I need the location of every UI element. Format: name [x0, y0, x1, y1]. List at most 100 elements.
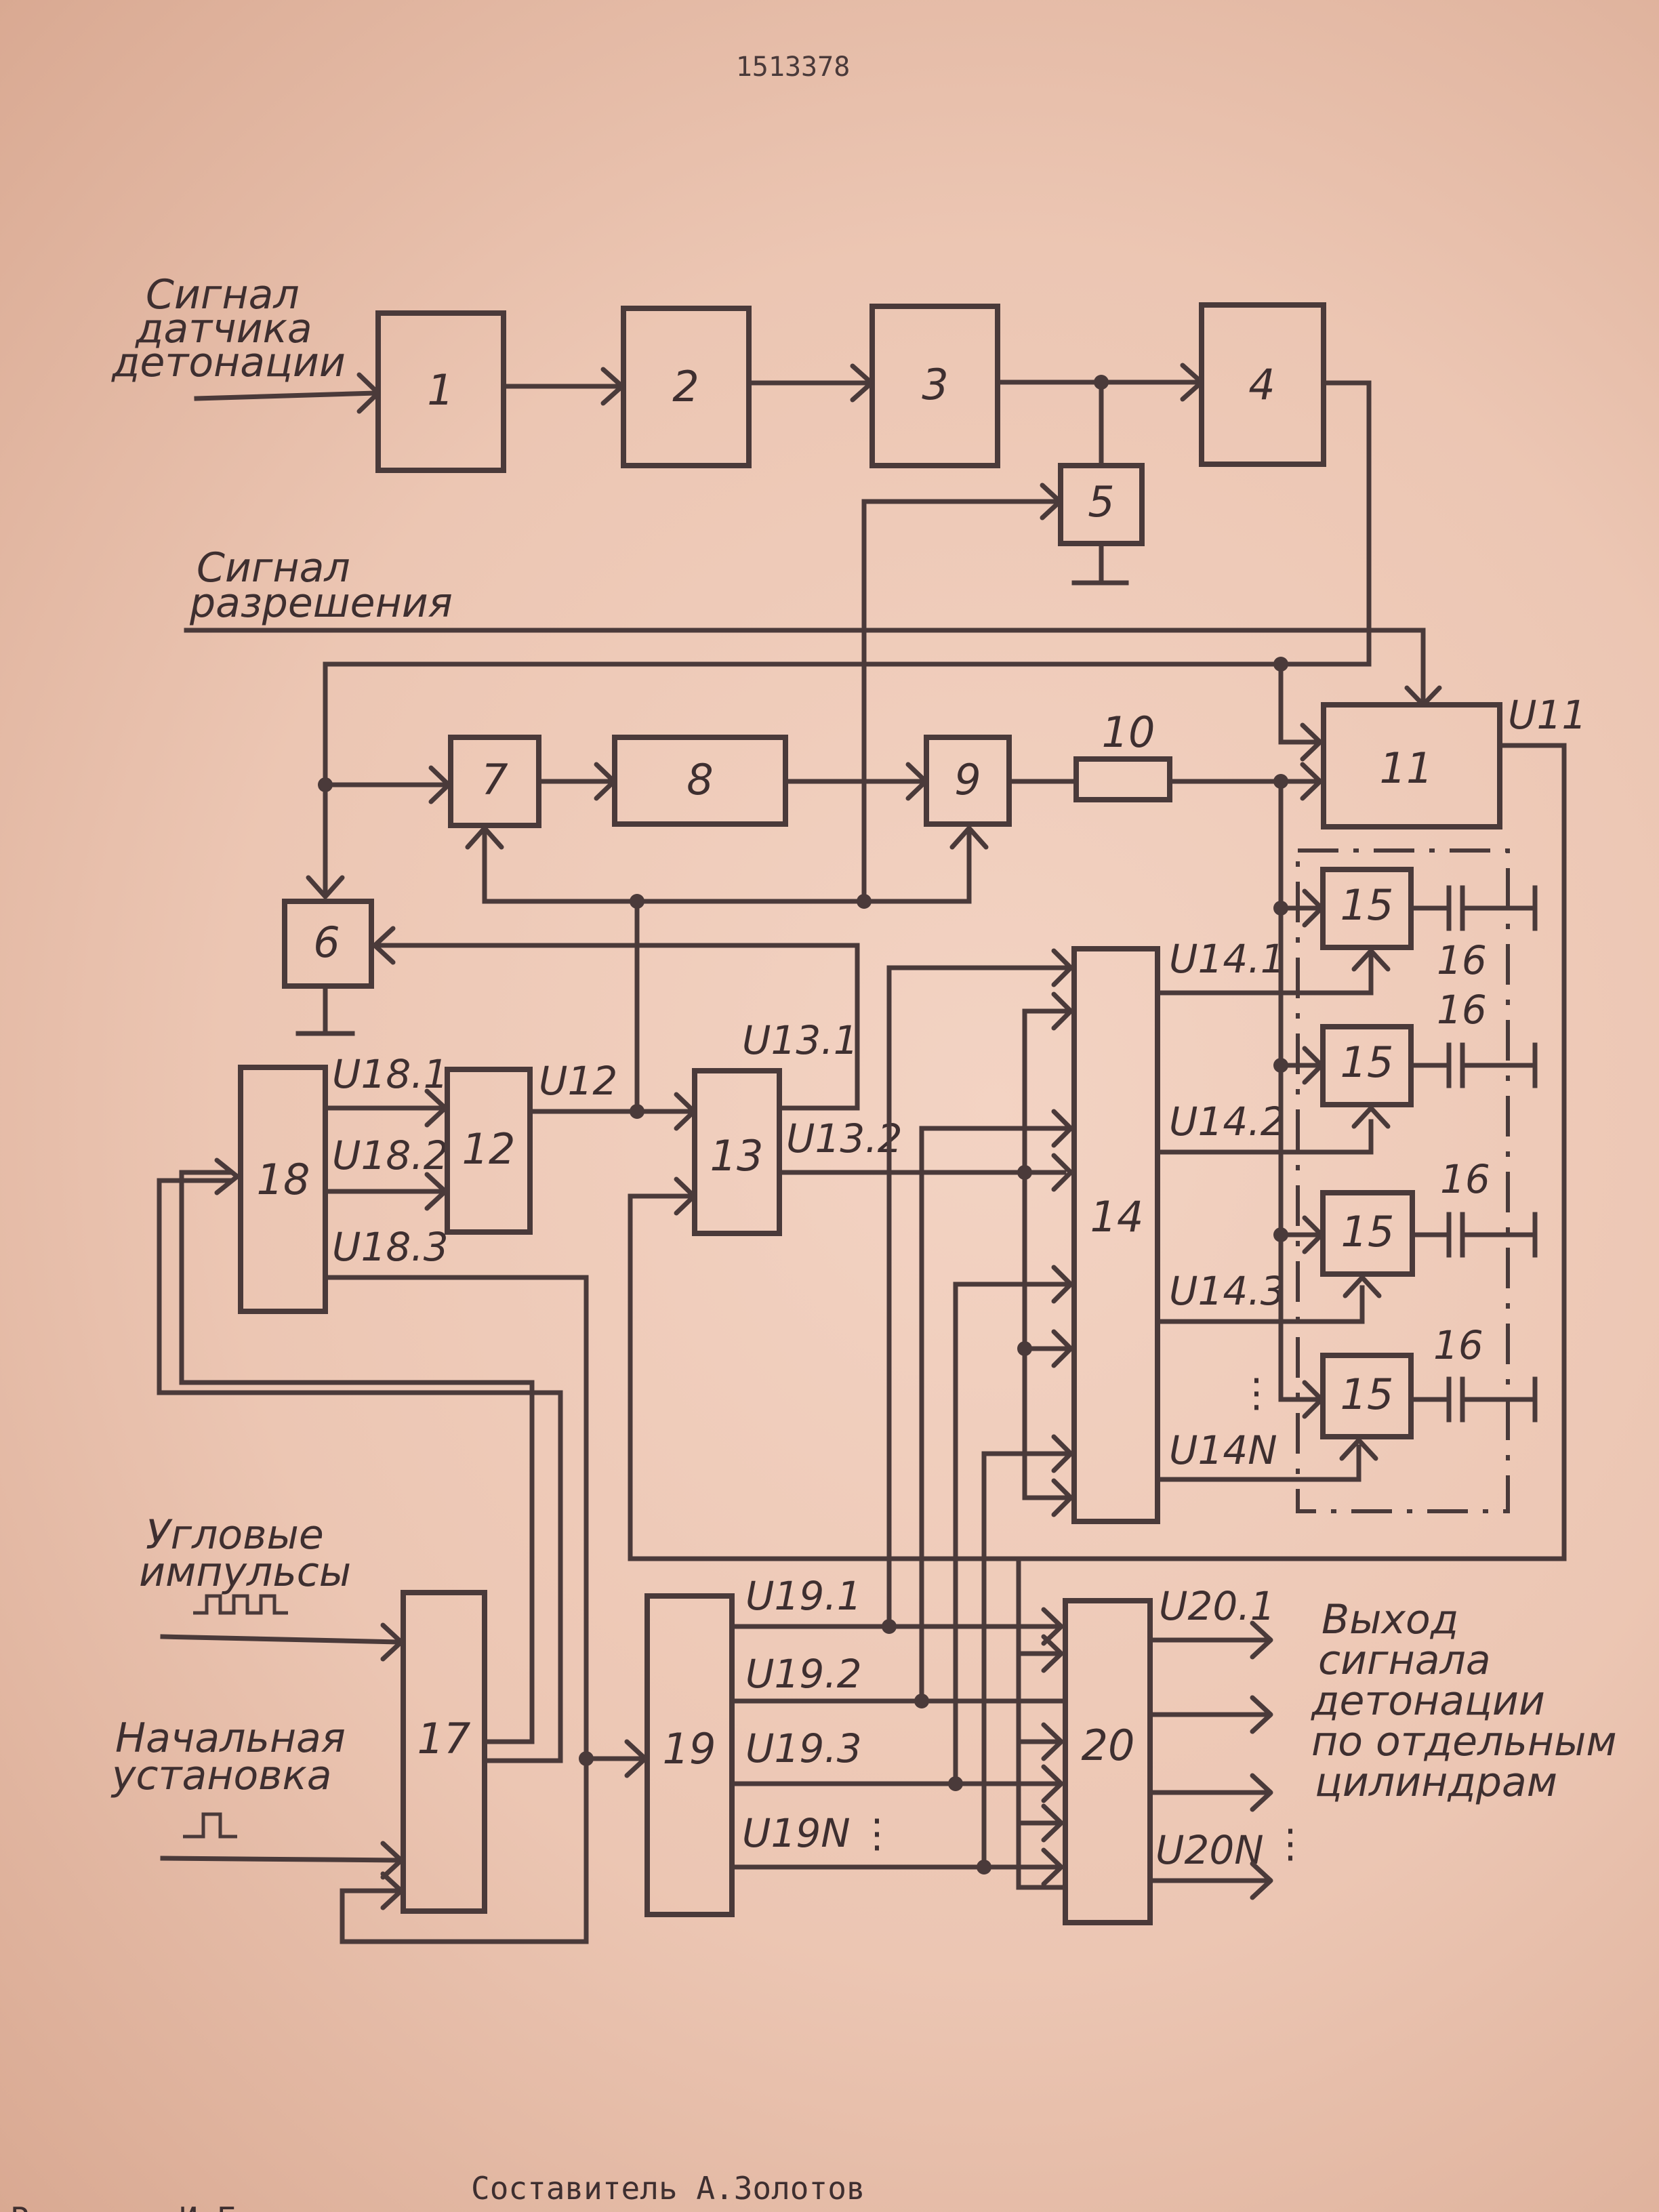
- wire-14-in4: [953, 1282, 1070, 1582]
- wire-u13-1-to-6: [373, 943, 860, 1107]
- pulse-train-icon: [193, 1594, 288, 1615]
- arrow-icon: [1051, 1329, 1073, 1368]
- u19-ellipsis: ⋮: [857, 1810, 897, 1856]
- arrow-icon: [1051, 1434, 1073, 1473]
- junction-dot: [1273, 657, 1288, 672]
- arrow-icon: [1250, 1773, 1273, 1812]
- block-7-label: 7: [481, 755, 508, 804]
- arrow-icon: [1051, 1109, 1073, 1148]
- block-3: [869, 304, 1000, 468]
- block-14-label: 14: [1090, 1192, 1144, 1242]
- block-20: [1063, 1598, 1153, 1925]
- arrow-icon: [1351, 1105, 1391, 1129]
- wire-u14-3: [1155, 1285, 1365, 1324]
- signal-u14-3: U14.3: [1169, 1268, 1286, 1314]
- block-4-label: 4: [1248, 360, 1275, 409]
- block-17-label: 17: [417, 1714, 471, 1763]
- patent-number: 1513378: [736, 52, 851, 83]
- control-bus-7-9: [482, 827, 972, 904]
- signal-u14-n: U14N: [1169, 1427, 1277, 1473]
- block-16-label: 16: [1437, 937, 1487, 983]
- arrow-icon: [1051, 1478, 1073, 1517]
- signal-u19-2: U19.2: [745, 1651, 862, 1697]
- wire-14-in6: [981, 1451, 1070, 1582]
- signal-u13-1: U13.1: [742, 1017, 859, 1063]
- block-2-label: 2: [672, 362, 699, 411]
- wire-u11: [628, 743, 1567, 1561]
- block-11-label: 11: [1380, 743, 1433, 793]
- initial-setup-label-2: установка: [110, 1752, 332, 1799]
- arrow-icon: [1041, 1607, 1064, 1646]
- wire-14-in2: [1022, 1008, 1070, 1500]
- arrow-icon: [372, 926, 396, 965]
- wire-u18-3: [323, 1275, 589, 1761]
- signal-u19-1: U19.1: [745, 1573, 862, 1619]
- block-11: [1321, 702, 1502, 830]
- arrow-icon: [214, 1158, 240, 1195]
- block-12-label: 12: [462, 1124, 516, 1174]
- block-15-label: 15: [1341, 1207, 1395, 1256]
- block-15-row-2: 15 16: [1273, 987, 1538, 1129]
- wire-u14-n: [1155, 1444, 1361, 1482]
- junction-dot: [1017, 1341, 1032, 1356]
- block-19-label: 19: [663, 1724, 716, 1774]
- signal-u18-3: U18.3: [332, 1224, 449, 1270]
- arrow-icon: [1041, 1803, 1064, 1843]
- arrow-icon: [306, 875, 345, 899]
- knock-sensor-label-3: детонации: [111, 339, 346, 386]
- arrow-icon: [1040, 483, 1063, 520]
- arrow-icon: [1300, 722, 1323, 762]
- block-20-label: 20: [1082, 1721, 1135, 1770]
- block-1-label: 1: [427, 365, 453, 415]
- block-19: [644, 1593, 735, 1917]
- block-16-label: 16: [1440, 1156, 1490, 1202]
- block-16-label: 16: [1433, 1322, 1483, 1368]
- block-15-row-1: 15 16: [1273, 867, 1538, 983]
- block-15: [1320, 1353, 1414, 1439]
- enable-signal-wire: [184, 628, 1426, 706]
- block-8-label: 8: [687, 755, 713, 804]
- wire-17-to-18-b: [157, 1178, 563, 1763]
- wire-u14-1: [1155, 953, 1374, 996]
- block-15-label: 15: [1340, 1370, 1394, 1419]
- block-15-label: 15: [1340, 880, 1394, 930]
- arrow-icon: [465, 825, 504, 850]
- signal-u13-2: U13.2: [786, 1115, 903, 1162]
- block-15-row-4: 15 16: [1278, 1322, 1538, 1461]
- block-10-label: 10: [1102, 708, 1155, 757]
- output-note-4: по отдельным: [1311, 1718, 1617, 1765]
- footer-compiler: Составитель А.Золотов: [471, 2170, 865, 2207]
- signal-u18-1: U18.1: [332, 1051, 449, 1097]
- arrow-icon: [1250, 1695, 1273, 1734]
- arrow-icon: [1343, 1275, 1382, 1298]
- arrow-icon: [1041, 1634, 1064, 1673]
- angle-pulses-label-2: импульсы: [139, 1549, 351, 1596]
- wire-14-in3: [919, 1126, 1070, 1582]
- arrow-icon: [1300, 762, 1323, 801]
- arrow-icon: [1051, 991, 1073, 1031]
- block-6-label: 6: [313, 918, 340, 967]
- output-note-1: Выход: [1322, 1596, 1458, 1643]
- angle-pulses-label-1: Угловые: [146, 1511, 324, 1559]
- wire-17-to-18-a: [179, 1170, 535, 1744]
- arrow-icon: [1250, 1861, 1273, 1900]
- block-9-label: 9: [954, 755, 981, 804]
- initial-setup-label-1: Начальная: [115, 1715, 346, 1762]
- u20-ellipsis: ⋮: [1271, 1820, 1310, 1866]
- block-13: [692, 1068, 782, 1236]
- wire-to-11: [1278, 661, 1321, 745]
- single-pulse-icon: [183, 1812, 237, 1839]
- block-10-resistor: [1073, 756, 1172, 802]
- knock-sensor-label-1: Сигнал: [146, 271, 300, 319]
- wire-19-reset-to-17: [340, 1756, 589, 1944]
- block-2: [621, 306, 752, 468]
- signal-u20-1: U20.1: [1159, 1583, 1275, 1629]
- u14-ellipsis: ⋮: [1237, 1370, 1276, 1416]
- block-5-label: 5: [1088, 477, 1114, 527]
- signal-u20-n: U20N: [1155, 1827, 1264, 1873]
- arrow-icon: [949, 825, 989, 850]
- signal-u11: U11: [1508, 692, 1586, 738]
- signal-u19-3: U19.3: [745, 1725, 862, 1771]
- output-note-2: сигнала: [1318, 1637, 1491, 1684]
